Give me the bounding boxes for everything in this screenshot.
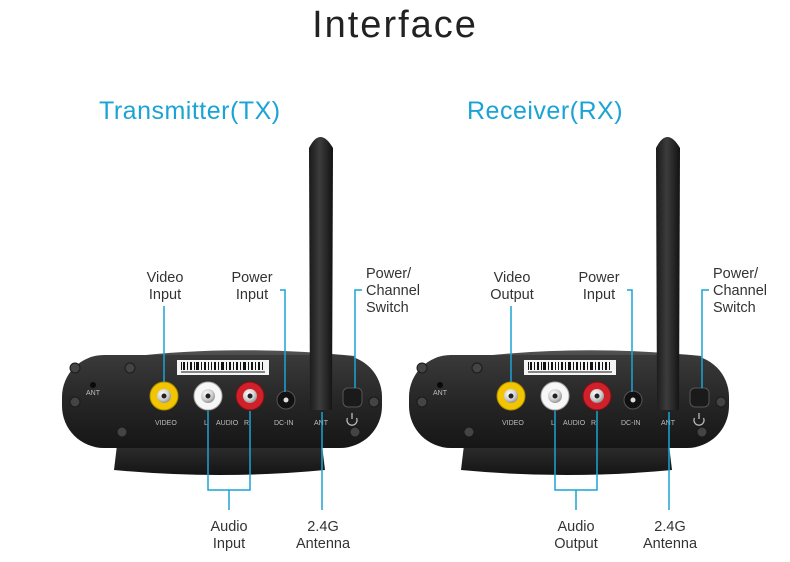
rx-audio-label: Audio Output [554, 519, 598, 552]
rx-antenna-label: 2.4G Antenna [642, 519, 698, 552]
tx-panel-video: VIDEO [155, 420, 177, 427]
rx-switch-label: Power/ Channel Switch [713, 266, 768, 316]
rx-heading: Receiver(RX) [467, 97, 624, 125]
rx-panel-dcin: DC-IN [621, 420, 640, 427]
page-title: Interface [312, 4, 478, 46]
rx-panel-r: R [591, 420, 596, 427]
rx-power-label: Power Input [578, 270, 620, 303]
tx-panel-r: R [244, 420, 249, 427]
tx-video-label: Video Input [146, 270, 184, 303]
tx-switch-label: Power/ Channel Switch [366, 266, 421, 316]
tx-audio-label: Audio Input [210, 519, 248, 552]
rx-panel-video: VIDEO [502, 420, 524, 427]
tx-panel-ant: ANT [86, 390, 101, 397]
tx-antenna-label: 2.4G Antenna [295, 519, 351, 552]
tx-heading: Transmitter(TX) [99, 97, 281, 125]
tx-panel-dcin: DC-IN [274, 420, 293, 427]
rx-panel-ant: ANT [433, 390, 448, 397]
tx-panel-l: L [204, 420, 208, 427]
rx-panel-l: L [551, 420, 555, 427]
rx-panel-audio: AUDIO [563, 420, 586, 427]
tx-panel-audio: AUDIO [216, 420, 239, 427]
tx-callout-lines [163, 289, 362, 510]
rx-video-label: Video Output [490, 270, 534, 303]
tx-power-label: Power Input [231, 270, 273, 303]
rx-callout-lines [510, 289, 709, 510]
